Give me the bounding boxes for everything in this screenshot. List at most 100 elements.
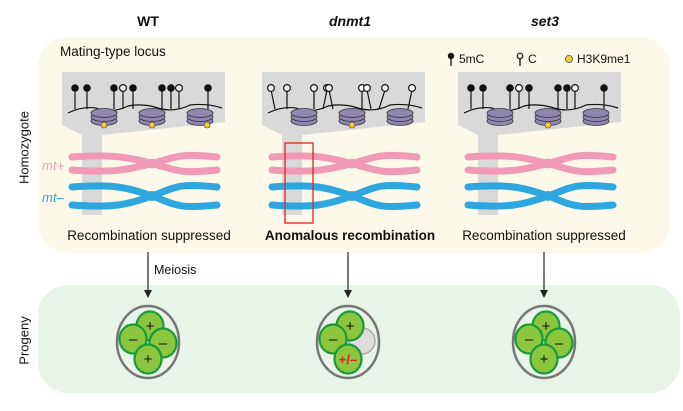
site-head bbox=[129, 84, 137, 92]
spore bbox=[133, 343, 163, 375]
site-head bbox=[83, 84, 91, 92]
nucleosome-layer bbox=[386, 108, 414, 118]
legend-c: C bbox=[516, 52, 537, 66]
nucleosome-icon bbox=[90, 108, 118, 129]
spore bbox=[529, 343, 559, 375]
site-head bbox=[71, 84, 79, 92]
column-1: +–+/– bbox=[262, 72, 425, 380]
legend-h3k9me1: H3K9me1 bbox=[564, 52, 630, 66]
nucleosome-icon bbox=[186, 108, 214, 129]
nucleosome-layer bbox=[534, 108, 562, 118]
column-title-dnmt1: dnmt1 bbox=[329, 13, 371, 29]
tetrad: +––+ bbox=[511, 304, 577, 380]
nucleosome-icon bbox=[290, 108, 318, 126]
nucleosome-layer bbox=[186, 108, 214, 118]
methylated-site-icon bbox=[129, 84, 137, 109]
nucleosome-icon bbox=[338, 108, 366, 129]
spore-genotype-label: + bbox=[346, 318, 355, 335]
ascus-wall bbox=[511, 304, 577, 380]
caption-dnmt1: Anomalous recombination bbox=[264, 228, 436, 243]
arrowhead-icon bbox=[344, 290, 352, 298]
spore-genotype-label: + bbox=[542, 318, 551, 335]
site-head bbox=[204, 84, 212, 92]
nucleosome-layer bbox=[582, 108, 610, 118]
nucleosome-layer bbox=[290, 108, 318, 118]
site-head bbox=[467, 84, 475, 92]
unmethylated-site-icon bbox=[378, 83, 390, 110]
column-title-set3: set3 bbox=[530, 13, 560, 29]
legend-label: 5mC bbox=[459, 52, 485, 66]
filled-lollipop-icon bbox=[447, 52, 455, 66]
nucleosome-icon bbox=[582, 108, 610, 126]
site-head bbox=[600, 84, 608, 92]
centromere bbox=[347, 158, 357, 169]
methylated-site-icon bbox=[525, 84, 533, 109]
site-head bbox=[325, 83, 334, 92]
site-head bbox=[554, 84, 562, 92]
site-head bbox=[479, 84, 487, 92]
methylated-site-icon bbox=[479, 84, 487, 109]
h3k9me1-mark-icon bbox=[544, 121, 552, 129]
site-head bbox=[514, 83, 523, 92]
methylated-site-icon bbox=[600, 84, 608, 109]
site-head bbox=[506, 84, 514, 92]
methylated-site-icon bbox=[467, 84, 475, 109]
column-title-wt: WT bbox=[137, 13, 159, 29]
methylated-site-icon bbox=[110, 84, 118, 109]
ascus-wall bbox=[115, 304, 181, 380]
legend-label: H3K9me1 bbox=[577, 52, 631, 66]
methylated-site-icon bbox=[506, 84, 514, 109]
methylated-site-icon bbox=[83, 84, 91, 109]
meiosis-label: Meiosis bbox=[154, 263, 197, 277]
unmethylated-site-icon bbox=[514, 83, 523, 109]
ascus-wall bbox=[315, 304, 381, 380]
methylated-site-icon bbox=[167, 84, 175, 109]
mt-minus-label: mt– bbox=[42, 190, 64, 205]
spore-genotype-label: +/– bbox=[339, 352, 357, 367]
unmethylated-site-icon bbox=[310, 83, 319, 109]
site-head bbox=[408, 83, 417, 92]
tetrad: +––+ bbox=[115, 304, 181, 380]
caption-set3: Recombination suppressed bbox=[462, 228, 626, 243]
arrowhead-icon bbox=[144, 290, 152, 298]
site-stem bbox=[322, 89, 328, 110]
yellow-dot-icon bbox=[565, 55, 573, 63]
unmethylated-site-icon bbox=[363, 83, 372, 110]
spore-genotype-label: – bbox=[525, 331, 534, 348]
unmethylated-site-icon bbox=[407, 83, 417, 110]
h3k9me1-mark-icon bbox=[100, 121, 108, 129]
site-head bbox=[381, 83, 390, 92]
nucleosome-icon bbox=[534, 108, 562, 129]
centromere bbox=[347, 191, 357, 201]
dna-strand bbox=[463, 103, 619, 114]
unmethylated-site-icon bbox=[570, 83, 579, 109]
spore-genotype-label: – bbox=[555, 335, 564, 352]
methylated-site-icon bbox=[71, 84, 79, 109]
methylated-site-icon bbox=[158, 84, 166, 109]
methylated-site-icon bbox=[204, 84, 212, 109]
site-head bbox=[118, 83, 127, 92]
nucleosome-icon bbox=[138, 108, 166, 129]
site-head bbox=[310, 83, 319, 92]
open-lollipop-icon bbox=[516, 52, 524, 66]
site-stem bbox=[366, 89, 372, 110]
h3k9me1-mark-icon bbox=[203, 121, 211, 129]
unmethylated-site-icon bbox=[267, 83, 276, 110]
site-head bbox=[267, 83, 276, 92]
site-head bbox=[283, 83, 292, 92]
highlight-box bbox=[284, 142, 314, 224]
site-stem bbox=[378, 89, 386, 110]
spore bbox=[333, 343, 363, 375]
unmethylated-site-icon bbox=[283, 83, 292, 109]
unmethylated-site-icon bbox=[175, 83, 184, 109]
spore-genotype-label: + bbox=[144, 351, 153, 368]
nucleosome-layer bbox=[486, 108, 514, 118]
column-0: +––+ bbox=[62, 72, 225, 380]
unmethylated-site-icon bbox=[118, 83, 127, 109]
site-head bbox=[563, 84, 571, 92]
site-stem bbox=[270, 89, 276, 110]
dna-strand bbox=[67, 103, 223, 114]
site-head bbox=[525, 84, 533, 92]
centromere bbox=[147, 191, 157, 201]
locus-title: Mating-type locus bbox=[60, 44, 166, 59]
